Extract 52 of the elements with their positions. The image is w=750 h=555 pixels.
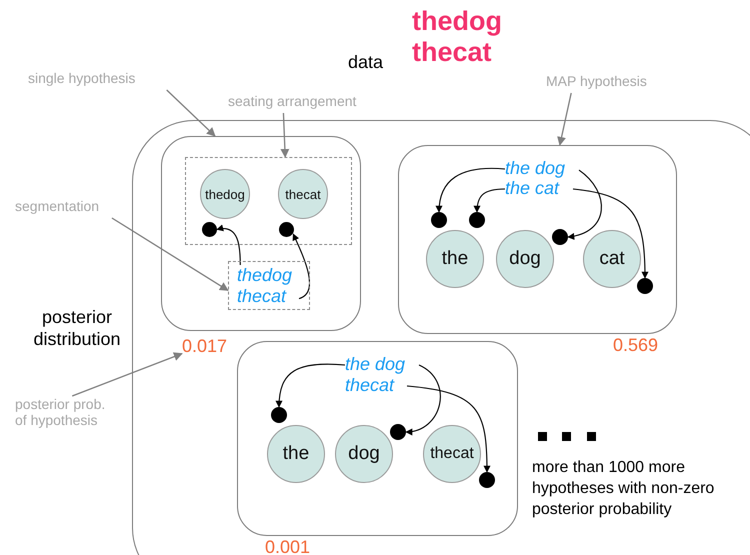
pointer-arrow [72,352,183,397]
assignment-arrow [216,224,241,265]
dot-marker [390,424,406,440]
table-circle: cat [583,230,641,288]
assignment-arrow [436,168,506,213]
pointer-arrow [166,90,216,137]
segmentation-frame [228,261,310,310]
assignment-arrow [474,188,506,213]
probability-text: 0.569 [612,335,658,355]
segmented-word-text: the dog [345,354,419,376]
dot-marker [279,222,294,237]
assignment-arrow [292,233,310,300]
annotation-text: posterior prob. of hypothesis [15,396,119,444]
note-text: more than 1000 more hypotheses with non-zero posterior probability [532,458,716,520]
segmented-word-text: thecat [345,375,407,397]
assignment-arrow [567,170,602,240]
pointer-arrow [557,92,572,146]
pointer-arrow [280,112,290,158]
table-circle: thecat [278,169,328,219]
table-circle: dog [496,230,554,288]
assignment-arrow [572,188,648,279]
dot-marker [479,472,495,488]
table-circle: the [267,425,325,483]
assignment-arrow [405,364,441,435]
dot-marker [431,212,447,228]
segmented-word-text: thecat [237,286,299,307]
table-circle: the [426,230,484,288]
heading-text: posterior distribution [32,306,122,350]
dot-marker [552,229,568,245]
assignment-arrow [406,385,490,473]
assignment-arrow [276,364,346,408]
data-text: thedog thecat [412,6,503,68]
seating-frame [185,157,352,245]
hypothesis-frame [161,136,361,331]
probability-text: 0.001 [265,537,310,555]
annotation-text: MAP hypothesis [546,73,672,93]
segmented-word-text: the dog [505,158,579,180]
dot-marker [469,212,485,228]
dot-marker [637,278,653,294]
annotation-text: segmentation [15,198,117,218]
pointer-arrow [112,217,229,291]
segmented-word-text: the cat [505,178,573,200]
table-circle: thecat [423,425,481,483]
table-circle: dog [335,425,393,483]
segmented-word-text: thedog [237,265,303,286]
annotation-text: single hypothesis [28,70,174,90]
label-text: data [348,52,384,73]
annotation-text: seating arrangement [228,93,382,113]
table-circle: thedog [200,169,250,219]
dot-marker [271,407,287,423]
probability-text: 0.017 [182,336,238,358]
dot-marker [202,222,217,237]
